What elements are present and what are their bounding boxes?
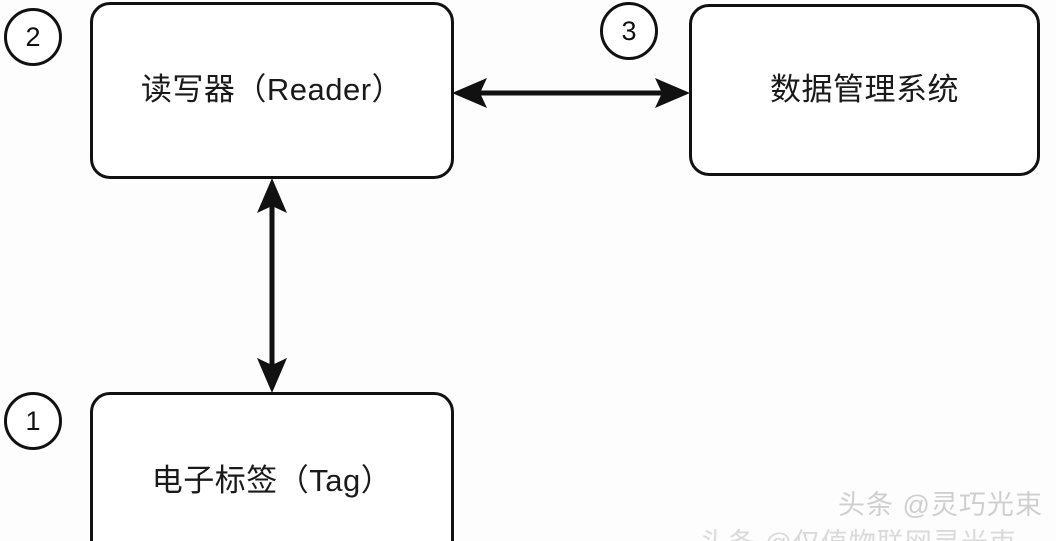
arrowhead-down-tag	[257, 358, 287, 393]
watermark-primary: 头条 @灵巧光束	[838, 490, 1043, 520]
badge-number-3: 3	[600, 2, 658, 60]
node-data-management-system-label: 数据管理系统	[770, 71, 959, 107]
node-reader-label: 读写器（Reader）	[140, 72, 404, 107]
badge-number-2-label: 2	[25, 21, 41, 52]
node-data-management-system[interactable]: 数据管理系统	[689, 4, 1040, 176]
arrowhead-up-reader	[257, 178, 287, 213]
connector-reader-dms	[452, 78, 690, 108]
connector-reader-tag	[257, 178, 287, 393]
badge-number-2: 2	[4, 8, 62, 66]
node-tag[interactable]: 电子标签（Tag）	[90, 392, 454, 541]
badge-number-3-label: 3	[621, 15, 637, 46]
watermark-secondary: 头条 @仅值物联网灵光束	[700, 521, 1017, 541]
arrowhead-right-dms	[655, 78, 690, 108]
node-tag-label: 电子标签（Tag）	[151, 463, 393, 498]
node-reader[interactable]: 读写器（Reader）	[90, 2, 454, 179]
badge-number-1-label: 1	[25, 405, 41, 436]
arrowhead-left-reader	[452, 78, 487, 108]
badge-number-1: 1	[4, 392, 62, 450]
